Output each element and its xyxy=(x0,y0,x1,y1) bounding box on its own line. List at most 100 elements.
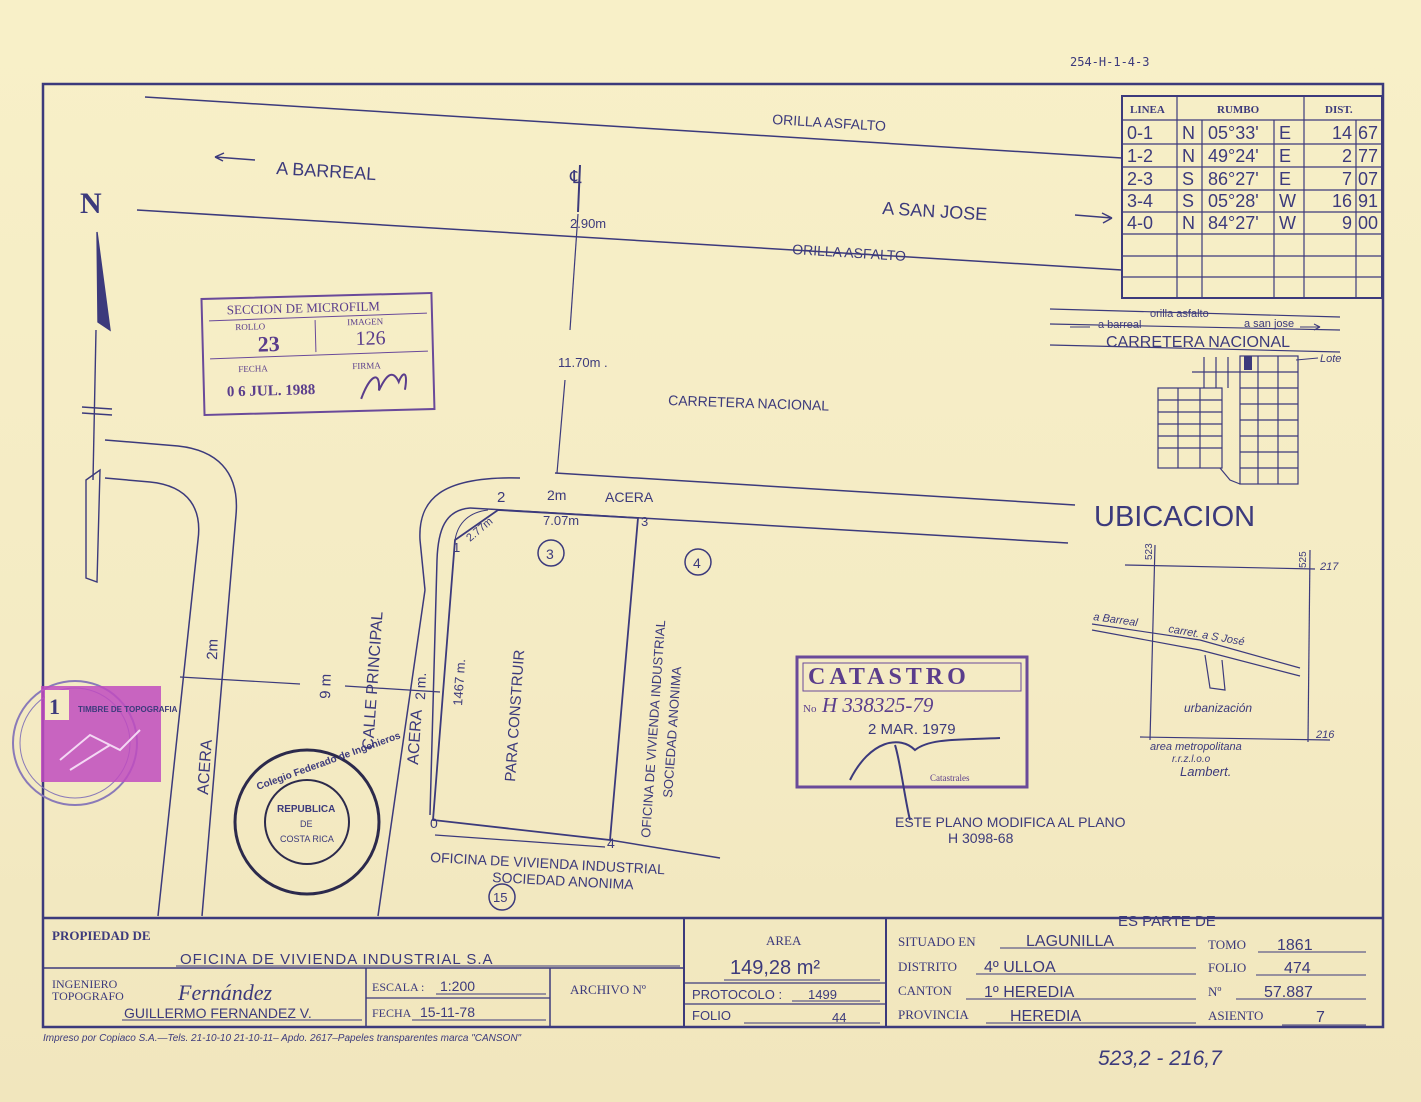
propietario-name: OFICINA DE VIVIENDA INDUSTRIAL S.A xyxy=(180,951,494,968)
area-label: AREA xyxy=(766,933,802,948)
row-m: 16 xyxy=(1332,191,1352,211)
row-ew: E xyxy=(1279,146,1291,166)
engineer-signature: Fernández xyxy=(177,980,273,1005)
fecha-label: FECHA xyxy=(238,363,268,374)
microfilm-fecha: 0 6 JUL. 1988 xyxy=(227,382,316,400)
coord-217: 217 xyxy=(1319,561,1339,573)
tax-stamp-text: TIMBRE DE TOPOGRAFIA xyxy=(78,705,178,714)
provincia-value: HEREDIA xyxy=(1010,1008,1081,1025)
grid-location-map xyxy=(1091,544,1331,743)
san-jose-arrow-icon xyxy=(1074,212,1113,224)
vivienda-bottom-line2: SOCIEDAD ANONIMA xyxy=(492,869,635,892)
row-ew: W xyxy=(1279,191,1296,211)
lote-marker xyxy=(1244,356,1252,370)
protocolo-value: 1499 xyxy=(808,987,837,1002)
lot-polygon xyxy=(432,509,721,859)
lot-4-circle xyxy=(684,548,712,576)
microfilm-signature xyxy=(360,373,407,400)
archivo-label: ARCHIVO Nº xyxy=(570,982,646,997)
centerline-mark xyxy=(577,164,581,213)
inset-orilla-label: orilla asfalto xyxy=(1150,308,1209,320)
barreal-arrow-icon xyxy=(214,152,256,162)
propiedad-label: PROPIEDAD DE xyxy=(52,928,151,943)
ingeniero-label-2: TOPOGRAFO xyxy=(52,989,124,1003)
drawing-frame xyxy=(41,82,1385,1029)
tomo-value: 1861 xyxy=(1277,937,1313,954)
row-line: 4-0 xyxy=(1127,213,1153,233)
catastro-sub: Catastrales xyxy=(930,773,970,783)
point-1: 1 xyxy=(453,540,460,555)
canton-value: 1º HEREDIA xyxy=(984,984,1075,1001)
lot-3-number: 3 xyxy=(546,546,554,562)
lot-4-number: 4 xyxy=(693,555,701,571)
table-header-linea: LINEA xyxy=(1130,104,1165,116)
title-block-lines xyxy=(43,916,1383,1027)
lote-label: Lote xyxy=(1320,353,1341,365)
inset-carretera-label: CARRETERA NACIONAL xyxy=(1106,334,1290,351)
lot-15-number: 15 xyxy=(493,890,507,905)
row-angle: 84°27' xyxy=(1208,213,1259,233)
row-angle: 86°27' xyxy=(1208,169,1259,189)
provincia-label: PROVINCIA xyxy=(898,1007,969,1022)
dim-7-07m: 7.07m xyxy=(543,513,579,528)
escala-value: 1:200 xyxy=(440,978,475,994)
escala-label: ESCALA : xyxy=(372,980,424,994)
dim-9m: 9 m xyxy=(317,674,335,700)
folio2-value: 474 xyxy=(1284,960,1311,977)
a-san-jose-label: A SAN JOSE xyxy=(882,198,988,224)
orilla-asfalto-top-label: ORILLA ASFALTO xyxy=(772,111,887,134)
catastro-signature xyxy=(849,737,1001,821)
vivienda-right-line1: OFICINA DE VIVIENDA INDUSTRIAL xyxy=(638,620,668,839)
rollo-value: 23 xyxy=(257,331,280,357)
printer-footer: Impreso por Copiaco S.A.—Tels. 21-10-10 … xyxy=(43,1033,522,1044)
catastro-title: CATASTRO xyxy=(808,664,970,690)
calle-principal-label: CALLE PRINCIPAL xyxy=(360,611,387,750)
row-m: 7 xyxy=(1342,169,1352,189)
acera-mid-label: ACERA xyxy=(405,709,426,766)
fecha-label-block: FECHA xyxy=(372,1006,412,1020)
seal-center-3: COSTA RICA xyxy=(280,834,334,844)
row-m: 2 xyxy=(1342,146,1352,166)
seal-center-1: REPUBLICA xyxy=(277,804,335,815)
dim-2m-left: 2m xyxy=(204,639,222,660)
distrito-value: 4º ULLOA xyxy=(984,959,1056,976)
rollo-label: ROLLO xyxy=(235,321,266,332)
firma-label: FIRMA xyxy=(352,360,381,371)
asiento-label: ASIENTO xyxy=(1208,1008,1263,1023)
grid-barreal: a Barreal xyxy=(1093,611,1139,629)
lote-pointer xyxy=(1295,357,1319,361)
lot-15-circle xyxy=(488,883,516,911)
inset-a-san-jose-label: a san jose xyxy=(1244,318,1294,330)
imagen-value: 126 xyxy=(355,327,386,350)
seal-center-2: DE xyxy=(300,819,313,829)
row-cm: 07 xyxy=(1358,169,1378,189)
coord-216: 216 xyxy=(1315,729,1335,741)
inset-arrows-icon xyxy=(1070,323,1321,331)
dim-2-90m: 2.90m xyxy=(570,216,606,231)
row-ns: S xyxy=(1182,191,1194,211)
table-header-rumbo: RUMBO xyxy=(1217,104,1260,116)
folio-value: 44 xyxy=(832,1010,846,1025)
row-ns: N xyxy=(1182,213,1195,233)
row-cm: 77 xyxy=(1358,146,1378,166)
row-m: 14 xyxy=(1332,123,1352,143)
distrito-label: DISTRITO xyxy=(898,959,957,974)
row-ew: E xyxy=(1279,123,1291,143)
dim-2m-acera: 2m xyxy=(547,487,566,503)
point-4: 4 xyxy=(607,835,615,851)
table-header-dist: DIST. xyxy=(1325,104,1353,116)
ingeniero-label-1: INGENIERO xyxy=(52,977,118,991)
row-ns: N xyxy=(1182,123,1195,143)
row-ew: W xyxy=(1279,213,1296,233)
protocolo-label: PROTOCOLO : xyxy=(692,987,782,1002)
microfilm-stamp: SECCION DE MICROFILM ROLLO 23 IMAGEN 126… xyxy=(200,291,436,417)
row-line: 2-3 xyxy=(1127,169,1153,189)
dim-2m-mid: 2 m. xyxy=(412,672,429,700)
acera-top-label: ACERA xyxy=(605,489,654,505)
point-2: 2 xyxy=(497,489,505,506)
row-cm: 67 xyxy=(1358,123,1378,143)
grid-lambert: Lambert. xyxy=(1180,764,1231,779)
